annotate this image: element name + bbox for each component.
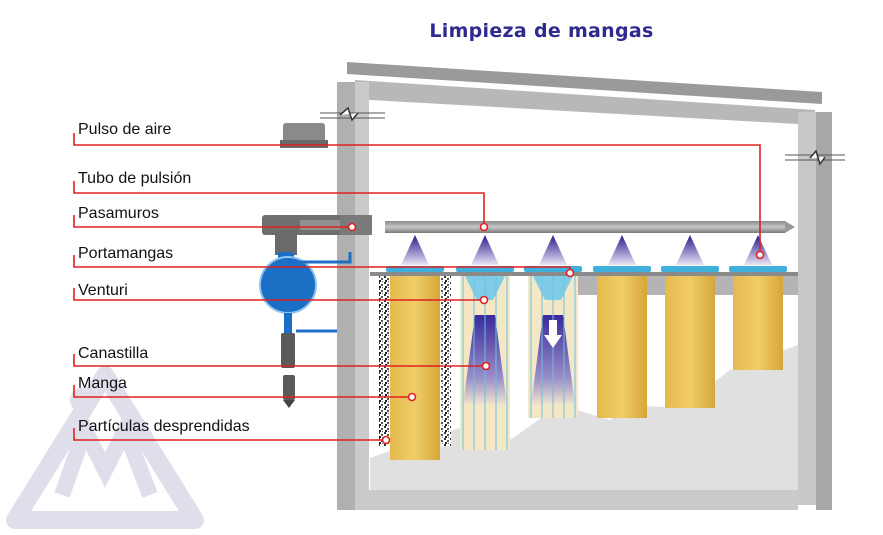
- blowpipe: [385, 221, 795, 233]
- filter-bag: [379, 235, 451, 460]
- leader-dot: [479, 295, 489, 305]
- air-jet-cone: [471, 235, 499, 265]
- filter-bags: [379, 235, 787, 460]
- leader-dot: [381, 435, 391, 445]
- break-symbol-right: [785, 149, 845, 166]
- leader-line: [73, 181, 485, 227]
- dust-particles: [441, 276, 451, 446]
- leader-dot: [565, 268, 575, 278]
- label-canastilla: Canastilla: [78, 345, 149, 362]
- leader-line: [73, 133, 761, 255]
- label-manga: Manga: [78, 375, 127, 392]
- air-jet-cone: [744, 235, 772, 265]
- pulse-valve-assembly: [259, 123, 372, 408]
- leader-dot: [347, 222, 357, 232]
- bag-body: [665, 276, 715, 408]
- leader-dot: [407, 392, 417, 402]
- label-tubo-de-pulsion: Tubo de pulsión: [78, 170, 192, 187]
- leader-dot: [481, 361, 491, 371]
- leader-line: [73, 288, 484, 301]
- filter-bag: [729, 235, 787, 370]
- down-arrow-icon: [544, 320, 562, 348]
- label-particulas-desprendidas: Partículas desprendidas: [78, 418, 250, 435]
- dust-pile: [370, 345, 798, 490]
- air-jet-cone: [608, 235, 636, 265]
- filter-bag: [524, 235, 582, 418]
- air-jet-cone: [539, 235, 567, 265]
- leader-line: [73, 428, 386, 441]
- air-jet-cone: [401, 235, 429, 265]
- filter-bag: [661, 235, 719, 408]
- filter-bag: [593, 235, 651, 418]
- bag-body: [733, 276, 783, 370]
- bag-holder: [593, 266, 651, 272]
- bag-body: [390, 276, 440, 460]
- diagram-title: Limpieza de mangas: [429, 20, 654, 42]
- break-symbol-left: [320, 106, 385, 122]
- bag-holder: [661, 266, 719, 272]
- leader-dot: [755, 250, 765, 260]
- leader-line: [73, 215, 352, 228]
- bag-body: [597, 276, 647, 418]
- label-pulso-de-aire: Pulso de aire: [78, 121, 172, 138]
- leader-dot: [479, 222, 489, 232]
- label-venturi: Venturi: [78, 282, 128, 299]
- leader-line: [73, 385, 412, 398]
- label-portamangas: Portamangas: [78, 245, 174, 262]
- leader-lines: [73, 133, 765, 445]
- bag-holder: [729, 266, 787, 272]
- company-logo-watermark: [6, 366, 204, 529]
- label-pasamuros: Pasamuros: [78, 205, 159, 222]
- air-jet-cone: [676, 235, 704, 265]
- dust-particles: [379, 276, 389, 446]
- leader-line: [73, 354, 486, 367]
